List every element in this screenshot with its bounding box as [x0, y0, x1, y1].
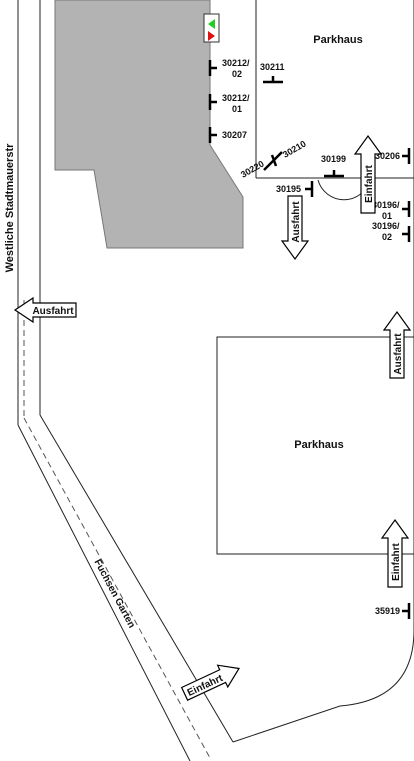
detector-30212-01: 30212/ 01: [208, 93, 250, 114]
detector-30220-30210: 30220 30210: [239, 139, 308, 180]
svg-text:30196/: 30196/: [372, 200, 400, 210]
detector-30196-01: 30196/ 01: [372, 200, 411, 221]
signal-green-icon: [208, 19, 215, 29]
detector-30211: 30211: [260, 62, 285, 84]
parkhaus-south-label: Parkhaus: [294, 439, 344, 451]
svg-text:02: 02: [232, 69, 242, 79]
svg-text:30212/: 30212/: [222, 58, 250, 68]
lot-boundary: [232, 0, 414, 743]
detector-30207: 30207: [208, 127, 247, 143]
svg-text:01: 01: [232, 104, 242, 114]
svg-text:30206: 30206: [375, 151, 400, 161]
detector-30196-02: 30196/ 02: [372, 221, 411, 242]
ausfahrt-east-arrow: Ausfahrt: [382, 310, 412, 379]
ausfahrt-center-arrow: Ausfahrt: [280, 195, 310, 261]
traffic-signal: [203, 13, 220, 43]
einfahrt-south-arrow: Einfahrt: [180, 664, 240, 701]
svg-text:30196/: 30196/: [372, 221, 400, 231]
einfahrt-center-label: Einfahrt: [364, 164, 375, 202]
street-westliche-stadtmauerstr: Westliche Stadtmauerstr: [4, 143, 16, 273]
ausfahrt-west-arrow: Ausfahrt: [13, 296, 77, 324]
svg-text:35919: 35919: [375, 606, 400, 616]
einfahrt-east-label: Einfahrt: [391, 542, 402, 580]
detector-30199: 30199: [321, 154, 346, 178]
einfahrt-center-arrow: Einfahrt: [353, 134, 383, 214]
svg-text:01: 01: [382, 211, 392, 221]
svg-text:30220: 30220: [239, 159, 266, 180]
svg-text:30195: 30195: [276, 184, 301, 194]
svg-text:02: 02: [382, 232, 392, 242]
svg-text:30211: 30211: [260, 62, 285, 72]
parkhaus-north-label: Parkhaus: [313, 34, 363, 46]
svg-text:30207: 30207: [222, 130, 247, 140]
parkhaus-south-box: [216, 336, 414, 555]
svg-text:30210: 30210: [281, 139, 308, 160]
detector-35919: 35919: [375, 603, 411, 619]
parkhaus-north-box: [255, 0, 414, 179]
ausfahrt-center-label: Ausfahrt: [291, 201, 302, 243]
signal-red-icon: [208, 31, 215, 41]
svg-text:30199: 30199: [321, 154, 346, 164]
detector-30212-02: 30212/ 02: [208, 58, 250, 79]
detector-30195: 30195: [276, 181, 314, 197]
building: [54, 0, 244, 249]
detector-30206: 30206: [375, 148, 411, 164]
svg-text:30212/: 30212/: [222, 93, 250, 103]
einfahrt-east-arrow: Einfahrt: [380, 518, 410, 588]
ausfahrt-west-label: Ausfahrt: [32, 306, 74, 317]
ausfahrt-east-label: Ausfahrt: [393, 333, 404, 375]
